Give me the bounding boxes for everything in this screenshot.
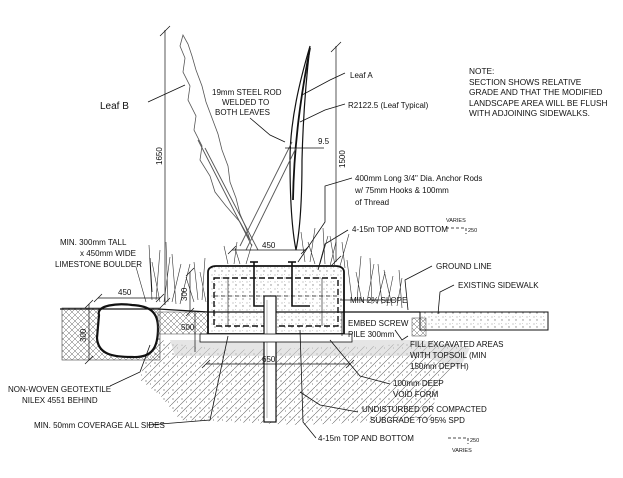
label-steel-rod-3: BOTH LEAVES	[215, 108, 270, 117]
label-varies-2: VARIES	[452, 448, 472, 454]
label-steel-rod: 19mm STEEL ROD	[212, 88, 282, 97]
label-fill: FILL EXCAVATED AREAS	[410, 340, 504, 349]
section-note: NOTE: SECTION SHOWS RELATIVE GRADE AND T…	[469, 66, 609, 119]
leaf-b-outline	[179, 33, 251, 241]
label-top-bottom-2: 4-15m TOP AND BOTTOM	[318, 434, 414, 443]
label-dim-300-left: 300	[79, 328, 88, 342]
label-dim-250-b: 250	[470, 438, 479, 444]
existing-sidewalk	[419, 311, 549, 331]
label-dim-250: 250	[468, 228, 477, 234]
label-dim-1500: 1500	[338, 150, 347, 168]
label-ground-line: GROUND LINE	[436, 262, 492, 271]
steel-rods	[197, 139, 297, 251]
label-subgrade-2: SUBGRADE TO 95% SPD	[370, 416, 465, 425]
leader-lines	[109, 72, 455, 439]
note-heading: NOTE:	[469, 66, 495, 76]
leaf-a-spine	[292, 47, 311, 201]
label-void-form: 100mm DEEP	[393, 379, 444, 388]
label-geotextile: NON-WOVEN GEOTEXTILE	[8, 385, 111, 394]
label-dim-9-5: 9.5	[318, 137, 330, 146]
label-boulder-3: LIMESTONE BOULDER	[55, 260, 142, 269]
note-line: WITH ADJOINING SIDEWALKS.	[469, 108, 590, 118]
label-anchor-2: w/ 75mm Hooks & 100mm	[354, 186, 449, 195]
annotation-labels: Leaf A Leaf B 19mm STEEL ROD WELDED TO B…	[8, 71, 539, 454]
label-geotextile-2: NILEX 4551 BEHIND	[22, 396, 98, 405]
label-varies: VARIES	[446, 218, 466, 224]
label-fill-2: WITH TOPSOIL (MIN	[410, 351, 487, 360]
label-fill-3: 150mm DEPTH)	[410, 362, 469, 371]
label-coverage: MIN. 50mm COVERAGE ALL SIDES	[34, 421, 165, 430]
note-line: SECTION SHOWS RELATIVE	[469, 76, 582, 87]
label-leaf-b: Leaf B	[100, 101, 129, 112]
label-dim-450-left: 450	[118, 288, 132, 297]
label-dim-1650: 1650	[155, 147, 164, 165]
note-line: LANDSCAPE AREA WILL BE FLUSH	[469, 97, 608, 108]
sidewalk-base	[411, 317, 427, 337]
dimension-lines	[84, 25, 355, 369]
label-embed: EMBED SCREW	[348, 319, 409, 328]
label-void-form-2: VOID FORM	[393, 390, 439, 399]
label-subgrade: UNDISTURBED OR COMPACTED	[362, 405, 487, 414]
label-steel-rod-2: WELDED TO	[222, 98, 269, 107]
void-form	[199, 333, 353, 343]
label-top-bottom: 4-15m TOP AND BOTTOM	[352, 225, 448, 234]
label-anchor: 400mm Long 3/4" Dia. Anchor Rods	[355, 174, 482, 183]
label-leaf-a: Leaf A	[350, 71, 373, 80]
label-min-slope: MIN 2% SLOPE	[350, 296, 407, 305]
label-r-leaf: R2122.5 (Leaf Typical)	[348, 101, 429, 110]
note-line: GRADE AND THAT THE MODIFIED	[469, 87, 603, 97]
label-boulder: MIN. 300mm TALL	[60, 238, 127, 247]
label-dim-300-footing: 300	[180, 287, 189, 301]
label-boulder-2: x 450mm WIDE	[80, 249, 136, 258]
label-dim-450-top: 450	[262, 241, 276, 250]
subgrade-soil	[140, 336, 470, 425]
label-existing-sidewalk: EXISTING SIDEWALK	[458, 281, 539, 290]
label-anchor-3: of Thread	[355, 198, 389, 207]
label-embed-2: PILE 300mm	[348, 330, 395, 339]
label-dim-500: 500	[181, 323, 195, 332]
screw-pile	[263, 295, 277, 423]
label-dim-650: 650	[262, 355, 276, 364]
section-markers	[446, 227, 469, 444]
